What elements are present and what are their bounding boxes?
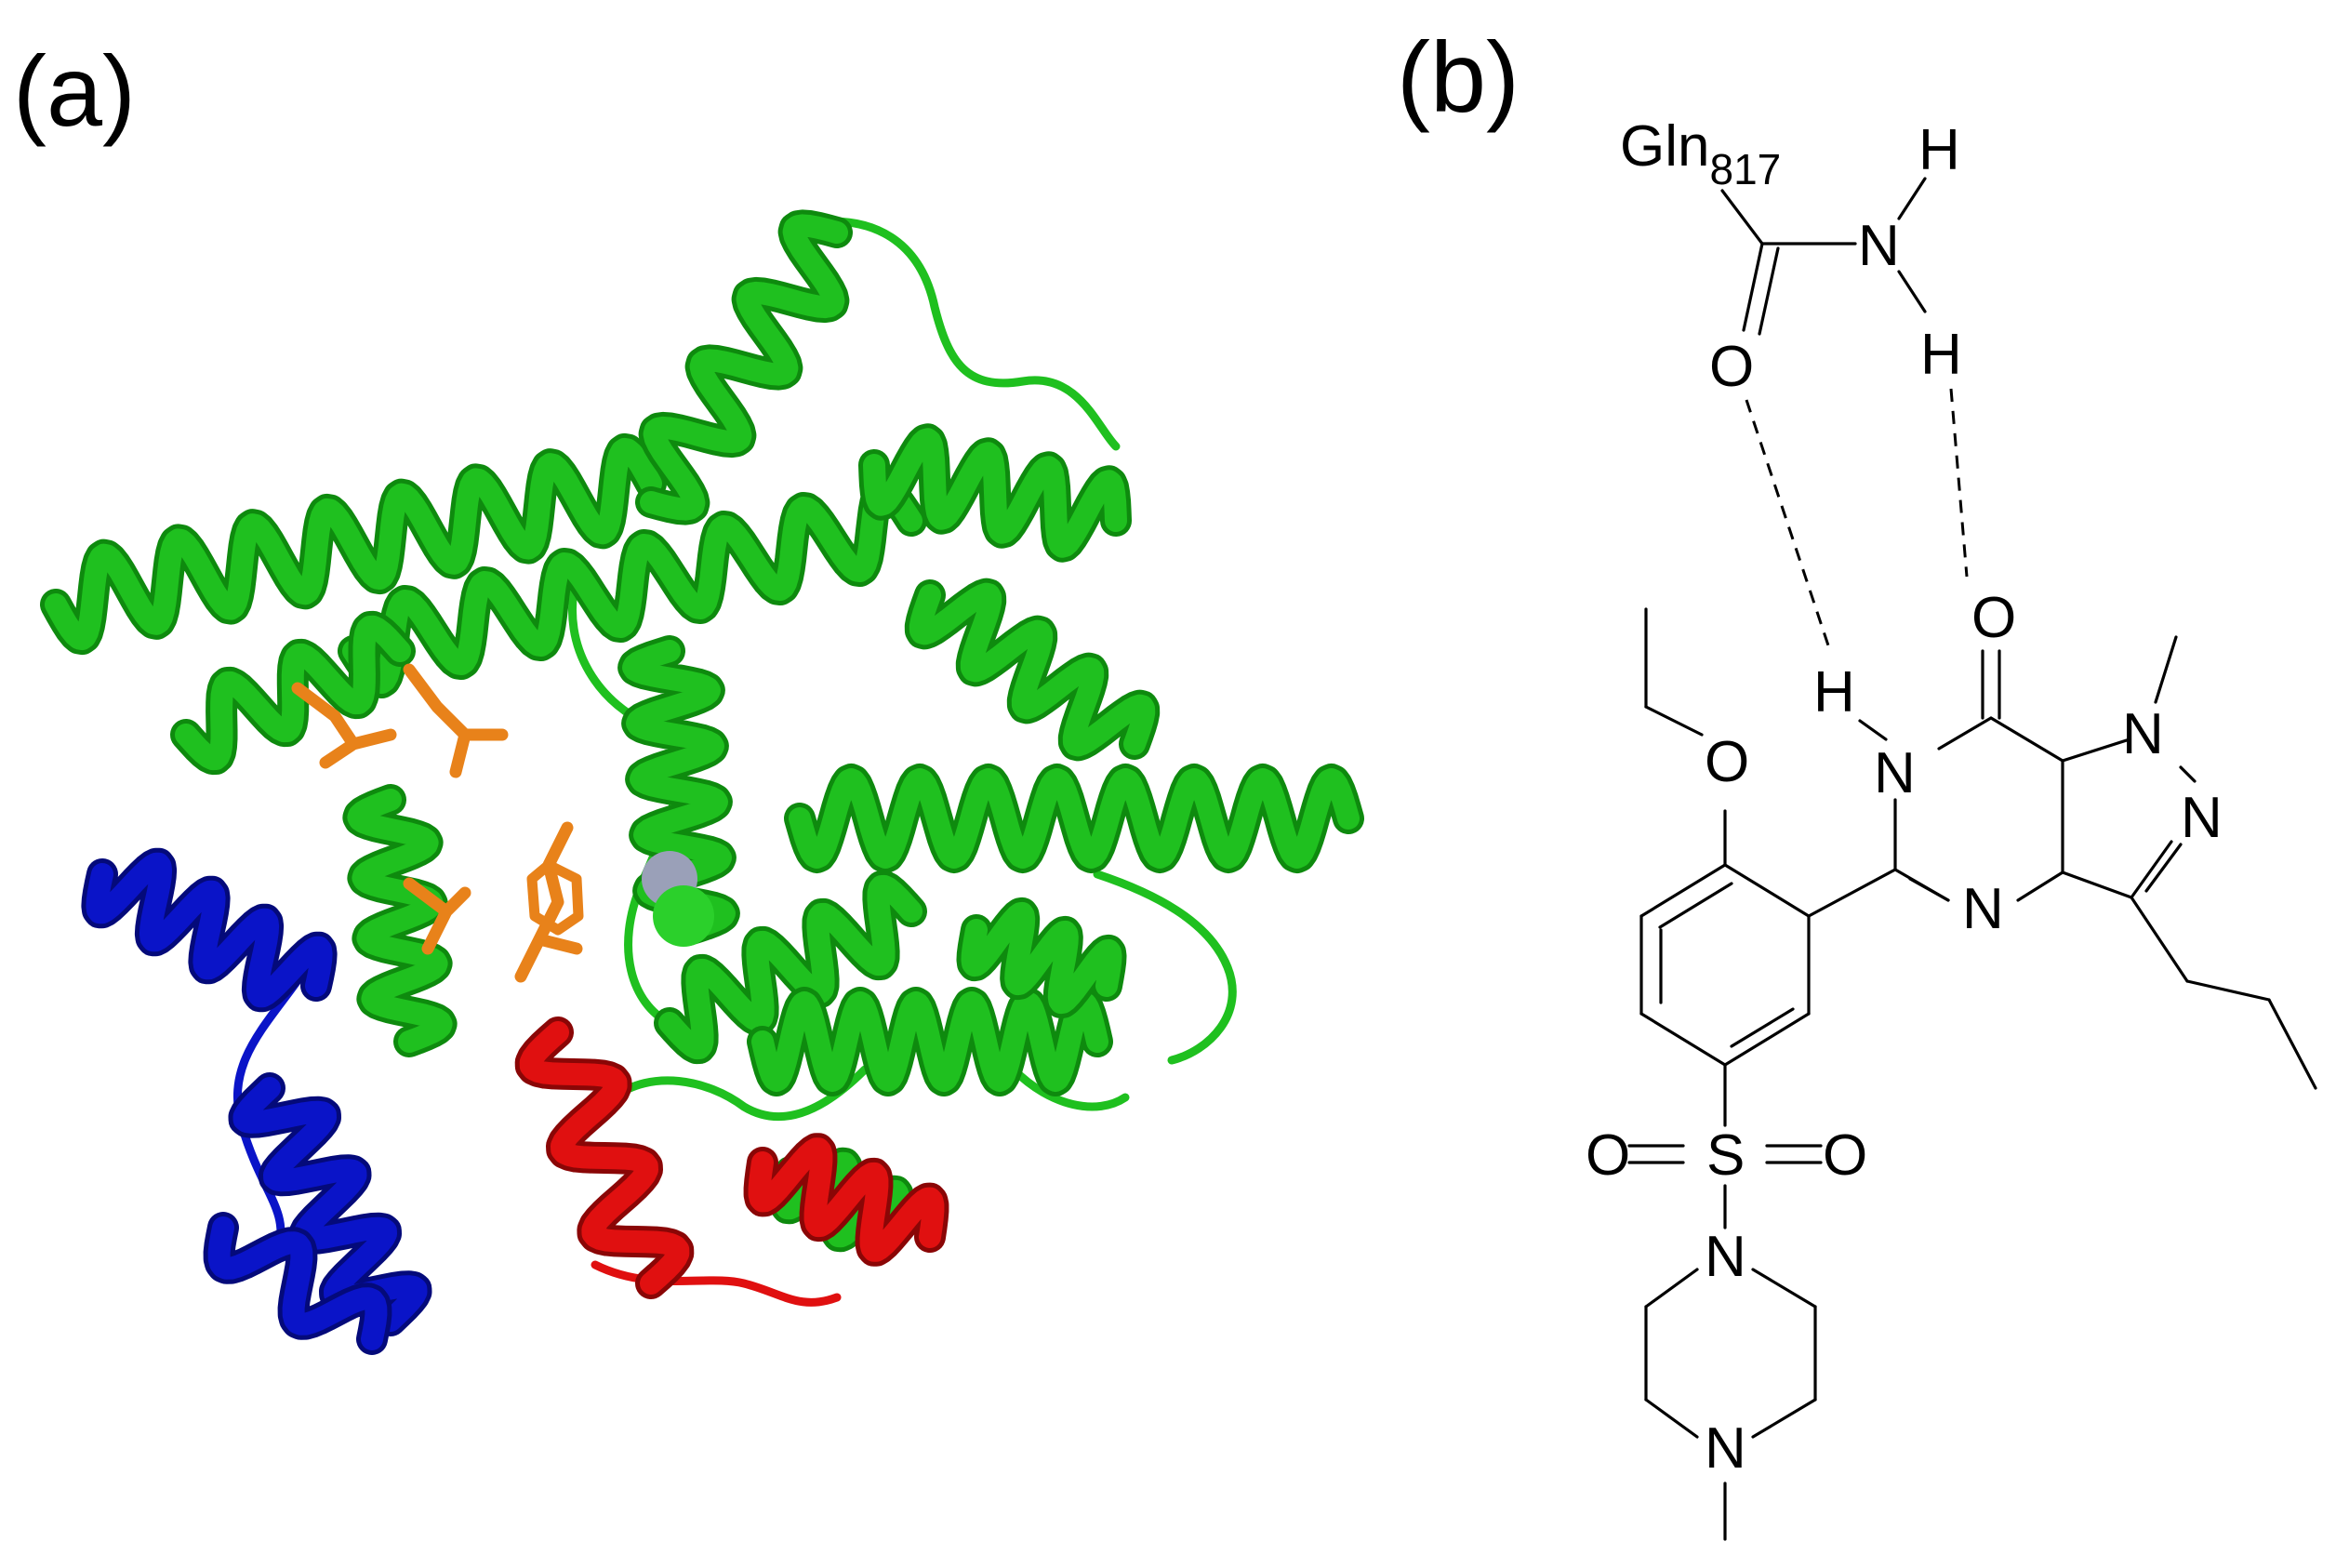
active-site-residues xyxy=(291,663,584,983)
helix-lower-right xyxy=(751,991,1108,1092)
sulfonyl-oxygen-left: O xyxy=(1586,1123,1630,1188)
hbond-h-o xyxy=(1949,388,1969,578)
amide-hydrogen: H xyxy=(1813,660,1855,724)
helix-upper-mid xyxy=(342,478,922,694)
ether-oxygen: O xyxy=(1705,730,1749,794)
protein-helices-green xyxy=(40,209,1364,1253)
carbonyl-oxygen: O xyxy=(1971,586,2016,650)
loop-bottom-right xyxy=(1009,1065,1130,1111)
residue-stick-3 xyxy=(403,877,471,955)
pyrazole-nitrogen-2: N xyxy=(2181,786,2223,850)
helix-red-right xyxy=(748,1137,945,1262)
residue-stick-1 xyxy=(291,682,397,769)
helix-far-right xyxy=(961,901,1122,1015)
helix-red-left xyxy=(519,1021,690,1295)
helix-center-lower xyxy=(658,874,922,1060)
helix-right-mid xyxy=(909,582,1156,757)
gln-h-bottom: H xyxy=(1920,323,1962,387)
sulfonyl-oxygen-right: O xyxy=(1823,1123,1867,1188)
residue-name: Gln xyxy=(1620,114,1709,179)
protein-region-red xyxy=(514,1017,949,1307)
residue-ring xyxy=(526,859,584,936)
helix-blue-tail xyxy=(207,1216,388,1350)
residue-stick-4 xyxy=(514,821,583,983)
gln-side-chain-bonds xyxy=(1720,177,1927,336)
helix-right-upper xyxy=(863,428,1127,558)
hbond-o-h xyxy=(1745,399,1832,652)
gln-n: N xyxy=(1858,214,1900,278)
helix-left-vertical xyxy=(347,789,453,1053)
sulfur-atom: S xyxy=(1706,1123,1745,1188)
panel-a-label: (a) xyxy=(13,34,136,147)
helix-blue-upper xyxy=(86,852,333,1008)
ligand-bonds xyxy=(1627,607,2317,1541)
loop-top-right xyxy=(804,217,1121,451)
helix-long-horizontal xyxy=(789,768,1360,869)
chemical-structure: Gln817 H N H O xyxy=(1586,114,2317,1541)
piperazine-nitrogen-bottom: N xyxy=(1705,1416,1746,1481)
helix-top xyxy=(640,214,848,521)
red-loop xyxy=(591,1260,842,1307)
pyrazole-nitrogen-1: N xyxy=(2122,702,2164,766)
protein-loops xyxy=(568,217,1237,1122)
residue-number: 817 xyxy=(1709,145,1781,193)
piperazine-nitrogen-top: N xyxy=(1705,1225,1746,1289)
metal-ion-green xyxy=(653,885,714,947)
helix-left-top xyxy=(175,615,411,771)
panel-b-label: (b) xyxy=(1397,20,1520,133)
helix-top-left xyxy=(45,437,662,651)
metal-ions xyxy=(642,851,714,947)
protein-region-blue xyxy=(81,847,432,1355)
gln-o: O xyxy=(1709,335,1754,399)
gln-h-top: H xyxy=(1918,118,1960,182)
amide-nitrogen: N xyxy=(1874,741,1916,805)
pyrimidine-nitrogen: N xyxy=(1962,877,2004,941)
loop-right xyxy=(1093,870,1237,1065)
protein-cartoon xyxy=(40,209,1364,1355)
residue-label: Gln817 xyxy=(1620,114,1781,193)
residue-stick-2 xyxy=(403,663,509,778)
